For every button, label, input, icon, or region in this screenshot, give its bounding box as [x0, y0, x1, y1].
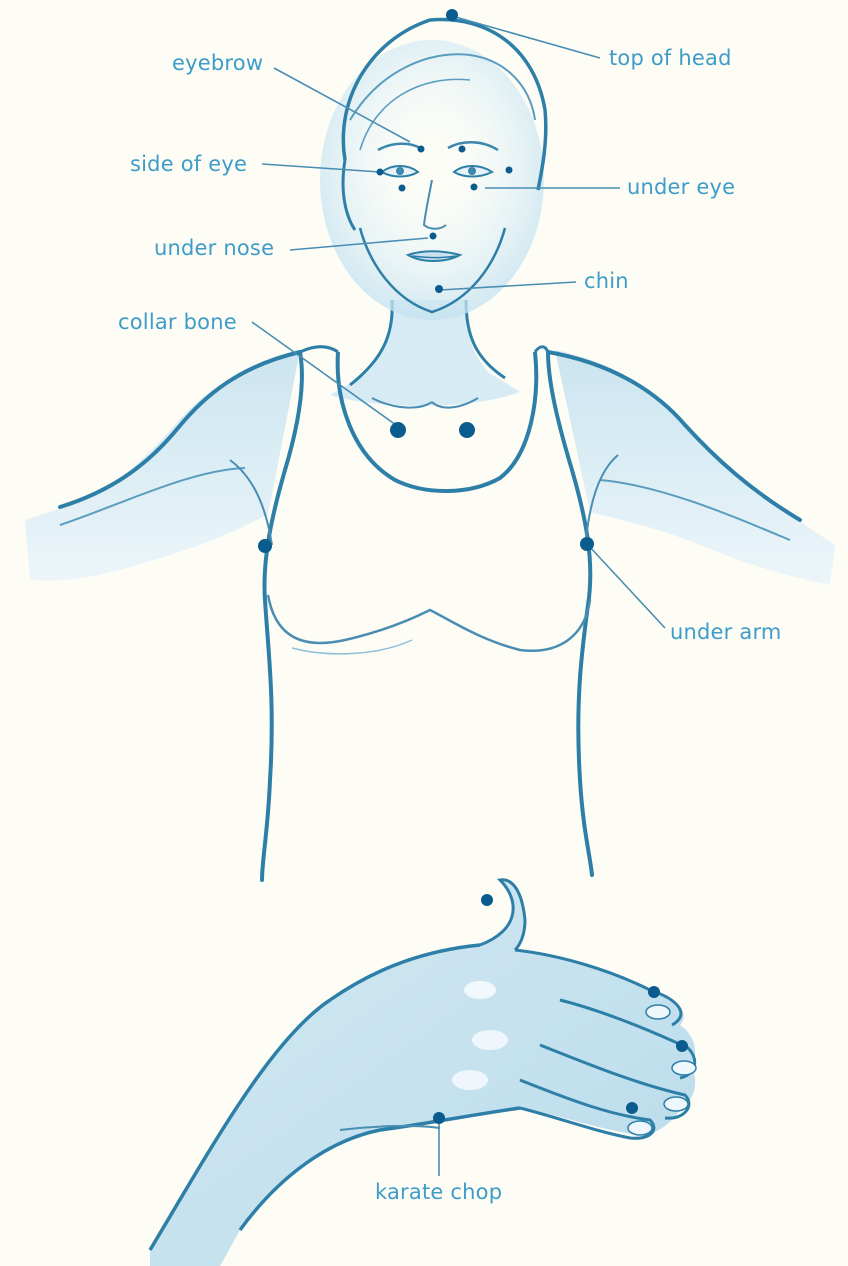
label-chin: chin: [584, 269, 629, 293]
point-top-of-head: [446, 9, 458, 21]
leader-under-arm: [588, 545, 665, 628]
point-under-arm-right: [580, 537, 594, 551]
torso-sketch: [230, 347, 618, 880]
point-thumb: [481, 894, 493, 906]
point-under-eye-right: [471, 184, 478, 191]
label-collar-bone: collar bone: [118, 310, 237, 334]
point-eyebrow-right: [459, 146, 466, 153]
point-index-finger: [648, 986, 660, 998]
label-karate-chop: karate chop: [375, 1180, 502, 1204]
point-eyebrow-left: [418, 146, 425, 153]
point-under-arm-left: [258, 539, 272, 553]
label-under-nose: under nose: [154, 236, 274, 260]
point-chin: [435, 285, 443, 293]
point-under-eye-left: [399, 185, 406, 192]
label-eyebrow: eyebrow: [172, 51, 263, 75]
label-top-of-head: top of head: [609, 46, 732, 70]
point-side-of-eye-right: [506, 167, 513, 174]
point-middle-finger: [676, 1040, 688, 1052]
hands-sketch: [150, 880, 696, 1266]
point-side-of-eye-left: [377, 169, 384, 176]
point-collar-bone-left: [390, 422, 406, 438]
point-little-finger: [626, 1102, 638, 1114]
point-karate-chop: [433, 1112, 445, 1124]
label-under-arm: under arm: [670, 620, 782, 644]
label-side-of-eye: side of eye: [130, 152, 247, 176]
label-under-eye: under eye: [627, 175, 735, 199]
point-under-nose: [430, 233, 437, 240]
point-collar-bone-right: [459, 422, 475, 438]
